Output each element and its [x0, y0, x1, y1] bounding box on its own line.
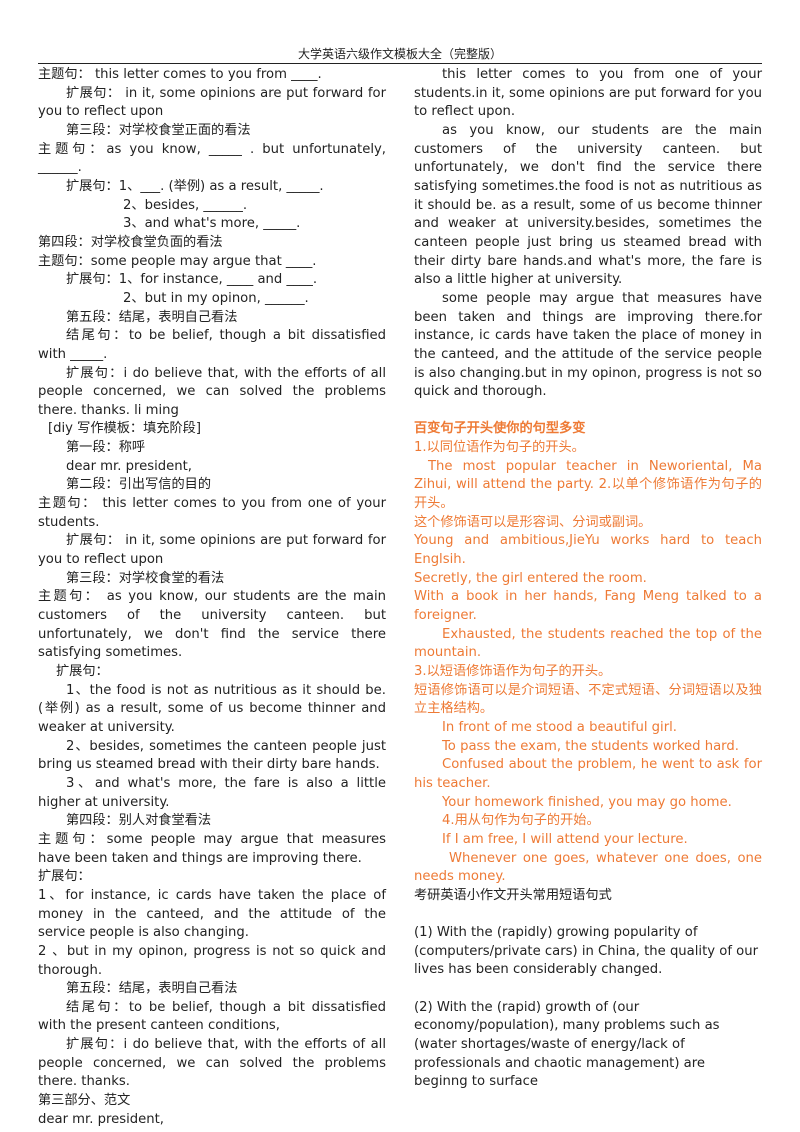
paragraph: (1) With the (rapidly) growing popularit… [414, 925, 758, 978]
text-line: 扩展句：i do believe that, with the efforts … [38, 365, 386, 418]
right-column: this letter comes to you from one of you… [414, 66, 762, 1092]
text-line: dear mr. president, [38, 1111, 164, 1127]
text-line: 3、and what's more, _____. [123, 216, 301, 232]
section-heading: 第五段：结尾，表明自己看法 [66, 309, 238, 325]
text-line: 2、but in my opinon, ______. [123, 290, 309, 306]
section-heading: 第二段：引出写信的目的 [66, 477, 212, 493]
text-line: Young and ambitious,JieYu works hard to … [414, 533, 762, 568]
text-line: 3、and what's more, the fare is also a li… [38, 775, 386, 810]
text-line: If I am free, I will attend your lecture… [442, 831, 688, 847]
text-line: 2、besides, sometimes the canteen people … [38, 738, 386, 773]
spacer [414, 402, 762, 421]
section-heading: 第四段：别人对食堂看法 [66, 813, 212, 829]
text-line: dear mr. president, [66, 458, 192, 474]
text-line: Confused about the problem, he went to a… [414, 757, 762, 791]
text-line: Secretly, the girl entered the room. [414, 570, 647, 586]
spacer [414, 980, 762, 999]
text-line: 短语修饰语可以是介词短语、不定式短语、分词短语以及独立主格结构。 [414, 682, 762, 717]
paragraph: some people may argue that measures have… [414, 290, 762, 400]
text-line: 3.以短语修饰语作为句子的开头。 [414, 663, 612, 679]
text-line: Your homework finished, you may go home. [442, 794, 732, 810]
paragraph: this letter comes to you from one of you… [414, 67, 762, 120]
text-line: 主题句：as you know, _____ . but unfortunate… [38, 141, 386, 176]
section-heading: 第四段：对学校食堂负面的看法 [38, 234, 223, 250]
text-line: 扩展句： in it, some opinions are put forwar… [38, 85, 386, 120]
text-line: 主题句：some people may argue that ____. [38, 253, 317, 269]
paragraph: (2) With the (rapid) growth of (our econ… [414, 999, 720, 1090]
section-heading: 第三段：对学校食堂正面的看法 [66, 122, 251, 138]
text-line: 扩展句： [56, 664, 109, 679]
section-heading: 第一段：称呼 [66, 440, 146, 456]
text-line: 主题句： as you know, our students are the m… [38, 589, 386, 661]
text-line: 结尾句：to be belief, though a bit dissatisf… [38, 328, 386, 362]
text-line: With a book in her hands, Fang Meng talk… [414, 589, 762, 624]
text-line: 主题句： this letter comes to you from one o… [38, 496, 386, 530]
spacer [414, 906, 762, 925]
section-heading: 第三段：对学校食堂的看法 [66, 570, 225, 586]
text-line: 扩展句：1、___. (举例) as a result, _____. [66, 178, 324, 194]
section-heading: 第五段：结尾，表明自己看法 [66, 981, 238, 997]
text-line: Exhausted, the students reached the top … [414, 626, 762, 661]
text-line: Whenever one goes, whatever one does, on… [414, 850, 762, 885]
text-line: 1、for instance, ic cards have taken the … [38, 887, 386, 941]
text-line: 2、besides, ______. [123, 197, 248, 213]
page-header: 大学英语六级作文模板大全（完整版） [297, 47, 502, 61]
text-line: To pass the exam, the students worked ha… [442, 738, 739, 754]
text-line: 这个修饰语可以是形容词、分词或副词。 [414, 514, 652, 530]
text-line: 4.用从句作为句子的开始。 [442, 813, 600, 829]
text-line: 2 、but in my opinon, progress is not so … [38, 943, 386, 978]
section-heading: 考研英语小作文开头常用短语句式 [414, 887, 612, 903]
section-heading: [diy 写作模板：填充阶段] [48, 421, 202, 437]
text-line: 扩展句：i do believe that, with the efforts … [38, 1037, 386, 1090]
left-column: 主题句： this letter comes to you from ____.… [38, 66, 386, 1129]
text-line: 结尾句：to be belief, though a bit dissatisf… [38, 999, 386, 1034]
text-line: 扩展句：1、for instance, ____ and ____. [66, 272, 318, 288]
text-line: 扩展句： in it, some opinions are put forwar… [38, 533, 386, 568]
text-line: 1、the food is not as nutritious as it sh… [38, 682, 386, 735]
text-line: 主题句：some people may argue that measures … [38, 831, 386, 866]
section-heading: 第三部分、范文 [38, 1093, 131, 1109]
text-line: The most popular teacher in Neworiental,… [414, 458, 762, 512]
paragraph: as you know, our students are the main c… [414, 122, 762, 288]
header-rule [38, 63, 762, 64]
text-line: In front of me stood a beautiful girl. [442, 719, 677, 735]
text-line: 扩展句： [38, 869, 91, 885]
section-heading: 百变句子开头使你的句型多变 [414, 421, 586, 437]
text-line: 主题句： this letter comes to you from ____. [38, 67, 322, 82]
text-line: 1.以同位语作为句子的开头。 [414, 440, 585, 456]
